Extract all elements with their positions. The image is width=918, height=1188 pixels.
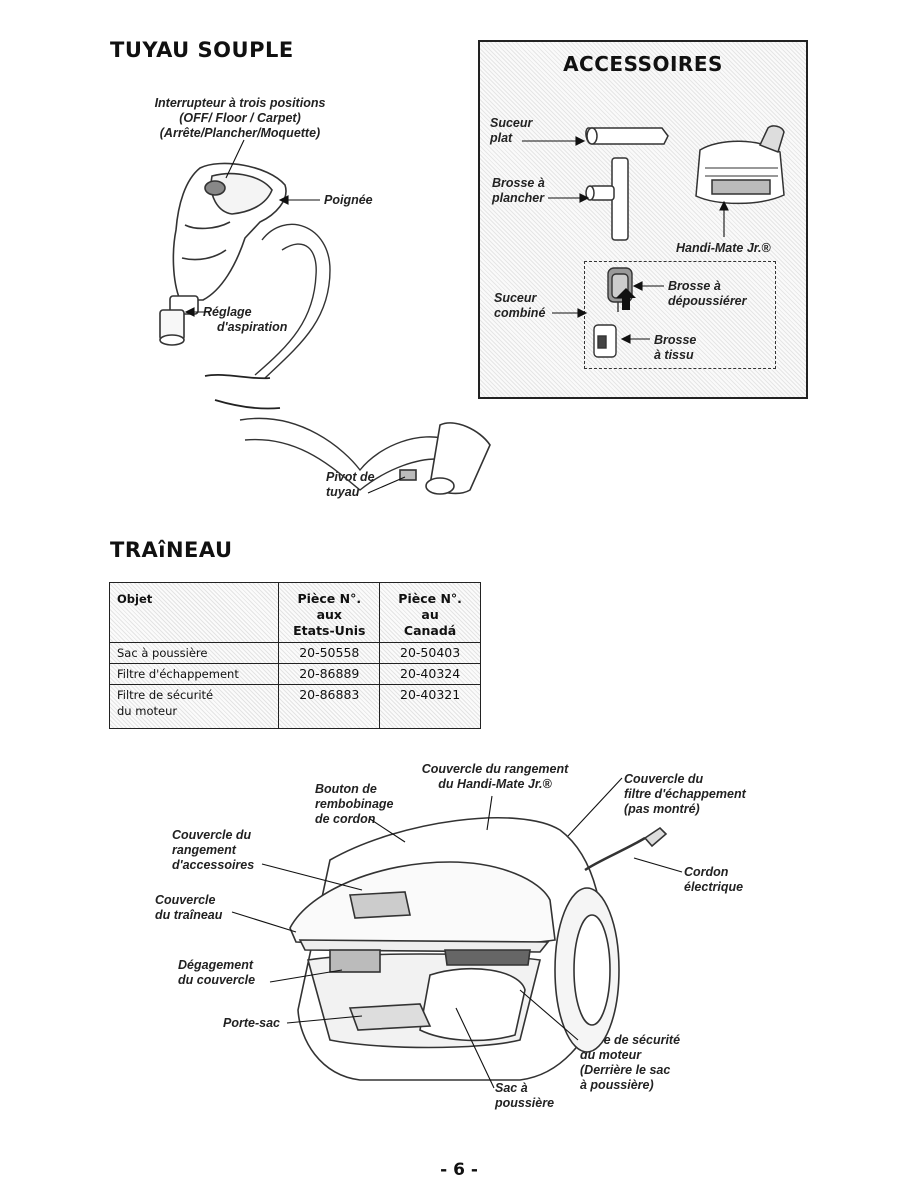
handi-storage-label: Couvercle du rangement du Handi-Mate Jr.… xyxy=(421,762,569,791)
fabric-brush-label: Brosse à tissu xyxy=(654,333,697,362)
row-ca-part: 20-40324 xyxy=(379,663,481,685)
row-us-part: 20-50558 xyxy=(278,642,381,664)
dusting-brush-label: Brosse à dépoussiérer xyxy=(668,279,747,308)
power-cord-label: Cordon électrique xyxy=(684,865,744,894)
canister-section-title: TRAîNEAU xyxy=(110,538,233,562)
hose-section-title: TUYAU SOUPLE xyxy=(110,38,294,62)
row-us-part: 20-86889 xyxy=(278,663,381,685)
parts-table: Objet Pièce N°. aux Etats-Unis Pièce N°.… xyxy=(108,582,481,729)
cover-release-label: Dégagement du couvercle xyxy=(178,958,256,987)
crevice-tool-label: Suceur plat xyxy=(490,116,533,145)
bag-holder-label: Porte-sac xyxy=(223,1016,280,1030)
combo-tool-label: Suceur combiné xyxy=(494,291,546,320)
table-row: Filtre d'échappement 20-86889 20-40324 xyxy=(108,663,481,685)
row-ca-part: 20-40321 xyxy=(379,684,481,729)
accessory-cover-label: Couvercle du rangement d'accessoires xyxy=(172,828,255,872)
switch-label: Interrupteur à trois positions (OFF/ Flo… xyxy=(154,96,326,140)
hose-coil-upper xyxy=(254,223,331,379)
accessories-title: ACCESSOIRES xyxy=(563,52,723,76)
pivot-label: Pivot de tuyau xyxy=(326,470,375,499)
row-us-part: 20-86883 xyxy=(278,684,381,729)
suction-label: Réglage d'aspiration xyxy=(203,305,288,334)
header-item: Objet xyxy=(108,582,280,643)
canister-cover-label: Couvercle du traîneau xyxy=(155,893,223,922)
row-item: Filtre d'échappement xyxy=(108,663,280,685)
table-row: Filtre de sécurité du moteur 20-86883 20… xyxy=(108,684,481,729)
row-ca-part: 20-50403 xyxy=(379,642,481,664)
dust-bag-label: Sac à poussière xyxy=(495,1081,555,1110)
table-row: Sac à poussière 20-50558 20-50403 xyxy=(108,642,481,664)
header-ca-part: Pièce N°. au Canadá xyxy=(379,582,481,643)
row-item: Sac à poussière xyxy=(108,642,280,664)
motor-filter-label: Filtre de sécurité du moteur (Derrière l… xyxy=(580,1033,681,1092)
floor-brush-label: Brosse à plancher xyxy=(492,176,545,205)
exhaust-cover-label: Couvercle du filtre d'échappement (pas m… xyxy=(624,772,746,816)
hose-swivel xyxy=(399,422,491,495)
cord-rewind-label: Bouton de rembobinage de cordon xyxy=(315,782,394,826)
page-number: - 6 - xyxy=(440,1160,478,1180)
header-us-part: Pièce N°. aux Etats-Unis xyxy=(278,582,381,643)
parts-table-header: Objet Pièce N°. aux Etats-Unis Pièce N°.… xyxy=(108,582,481,643)
handle-label: Poignée xyxy=(324,193,373,207)
handi-mate-label: Handi-Mate Jr.® xyxy=(676,241,771,255)
row-item: Filtre de sécurité du moteur xyxy=(108,684,280,729)
